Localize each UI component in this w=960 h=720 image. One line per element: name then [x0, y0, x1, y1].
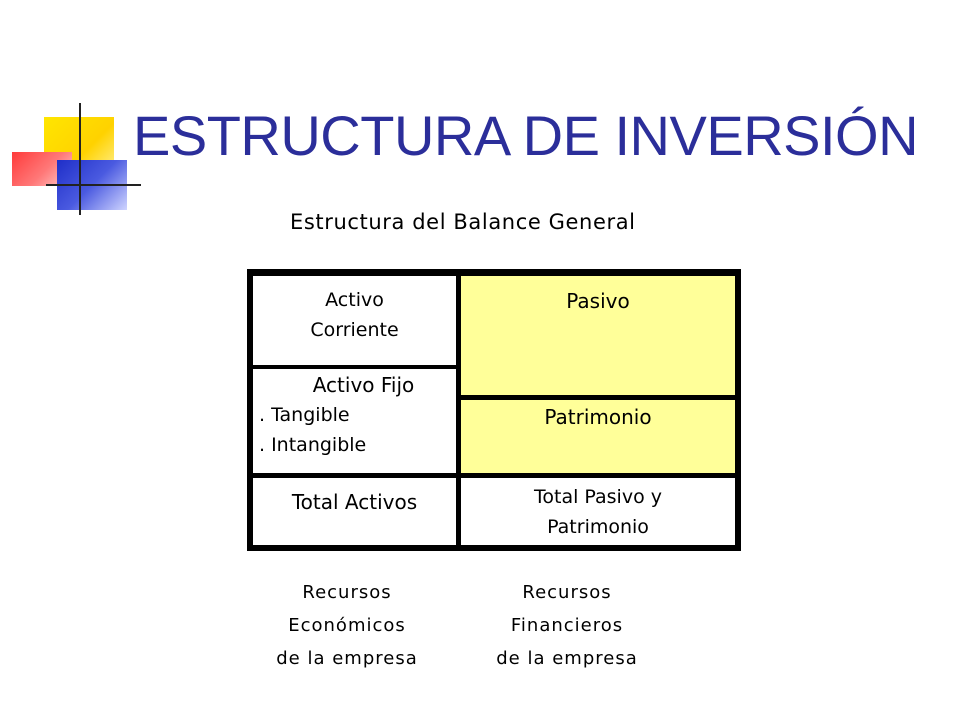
- activo-fijo-title: Activo Fijo: [312, 373, 415, 397]
- footer-left-line-2: Económicos: [288, 615, 406, 636]
- cell-total-pasivo-patrimonio: Total Pasivo y Patrimonio: [461, 478, 735, 545]
- horizontal-line-decoration: [46, 184, 141, 186]
- pasivo-label: Pasivo: [566, 289, 630, 313]
- footer-left-line-1: Recursos: [302, 582, 392, 603]
- footer-right-line-3: de la empresa: [496, 648, 638, 669]
- slide-title: ESTRUCTURA DE INVERSIÓN: [133, 104, 919, 167]
- activo-corriente-line-1: Activo: [325, 289, 384, 311]
- cell-patrimonio: Patrimonio: [461, 400, 735, 473]
- patrimonio-label: Patrimonio: [544, 405, 652, 429]
- cell-activo-corriente: Activo Corriente: [253, 276, 456, 365]
- footer-right-line-1: Recursos: [522, 582, 612, 603]
- balance-subtitle: Estructura del Balance General: [290, 210, 636, 234]
- footer-recursos-economicos: Recursos Económicos de la empresa: [262, 576, 432, 675]
- cell-pasivo: Pasivo: [461, 276, 735, 395]
- footer-right-line-2: Financieros: [510, 615, 624, 636]
- activo-corriente-line-2: Corriente: [310, 319, 399, 341]
- cell-total-activos: Total Activos: [253, 478, 456, 545]
- activo-fijo-item-tangible: . Tangible: [259, 404, 350, 426]
- slide-logo-decoration: [0, 0, 200, 240]
- balance-sheet-table: Activo Corriente Pasivo Activo Fijo . Ta…: [247, 269, 741, 551]
- activo-fijo-item-intangible: . Intangible: [259, 434, 367, 456]
- total-pasivo-line-1: Total Pasivo y: [534, 486, 662, 508]
- footer-left-line-3: de la empresa: [276, 648, 418, 669]
- footer-recursos-financieros: Recursos Financieros de la empresa: [482, 576, 652, 675]
- vertical-line-decoration: [79, 103, 81, 215]
- cell-activo-fijo: Activo Fijo . Tangible . Intangible: [253, 369, 456, 473]
- total-activos-label: Total Activos: [291, 490, 418, 514]
- total-pasivo-line-2: Patrimonio: [547, 516, 649, 538]
